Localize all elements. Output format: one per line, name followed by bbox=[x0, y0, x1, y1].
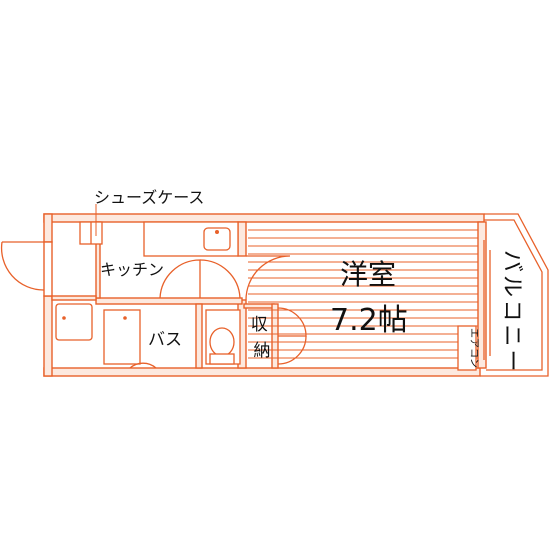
washing-pan bbox=[55, 303, 93, 341]
exterior-walls bbox=[43, 213, 549, 377]
shoe-case bbox=[79, 204, 103, 245]
kitchen-label: キッチン bbox=[100, 260, 164, 279]
aircon-label: エアコン bbox=[468, 328, 479, 368]
bathtub bbox=[103, 309, 157, 369]
entrance-door bbox=[0, 241, 45, 291]
room-name-label: 洋室 bbox=[340, 258, 396, 291]
balcony-label: バルコニー bbox=[499, 250, 524, 375]
storage-label-char-1: 収 bbox=[251, 315, 268, 335]
western-room bbox=[245, 229, 491, 371]
storage-label-char-2: 納 bbox=[254, 341, 271, 361]
shoe-case-label: シューズケース bbox=[94, 188, 204, 207]
bath-label: バス bbox=[148, 330, 182, 350]
kitchen-counter bbox=[143, 221, 239, 257]
toilet bbox=[205, 309, 241, 365]
room-size-label: 7.2帖 bbox=[330, 303, 408, 338]
storage-doors bbox=[277, 307, 307, 365]
storage-label: 収 納 bbox=[251, 315, 273, 361]
flooring-lines bbox=[248, 229, 478, 359]
kitchen-doors bbox=[159, 259, 241, 299]
